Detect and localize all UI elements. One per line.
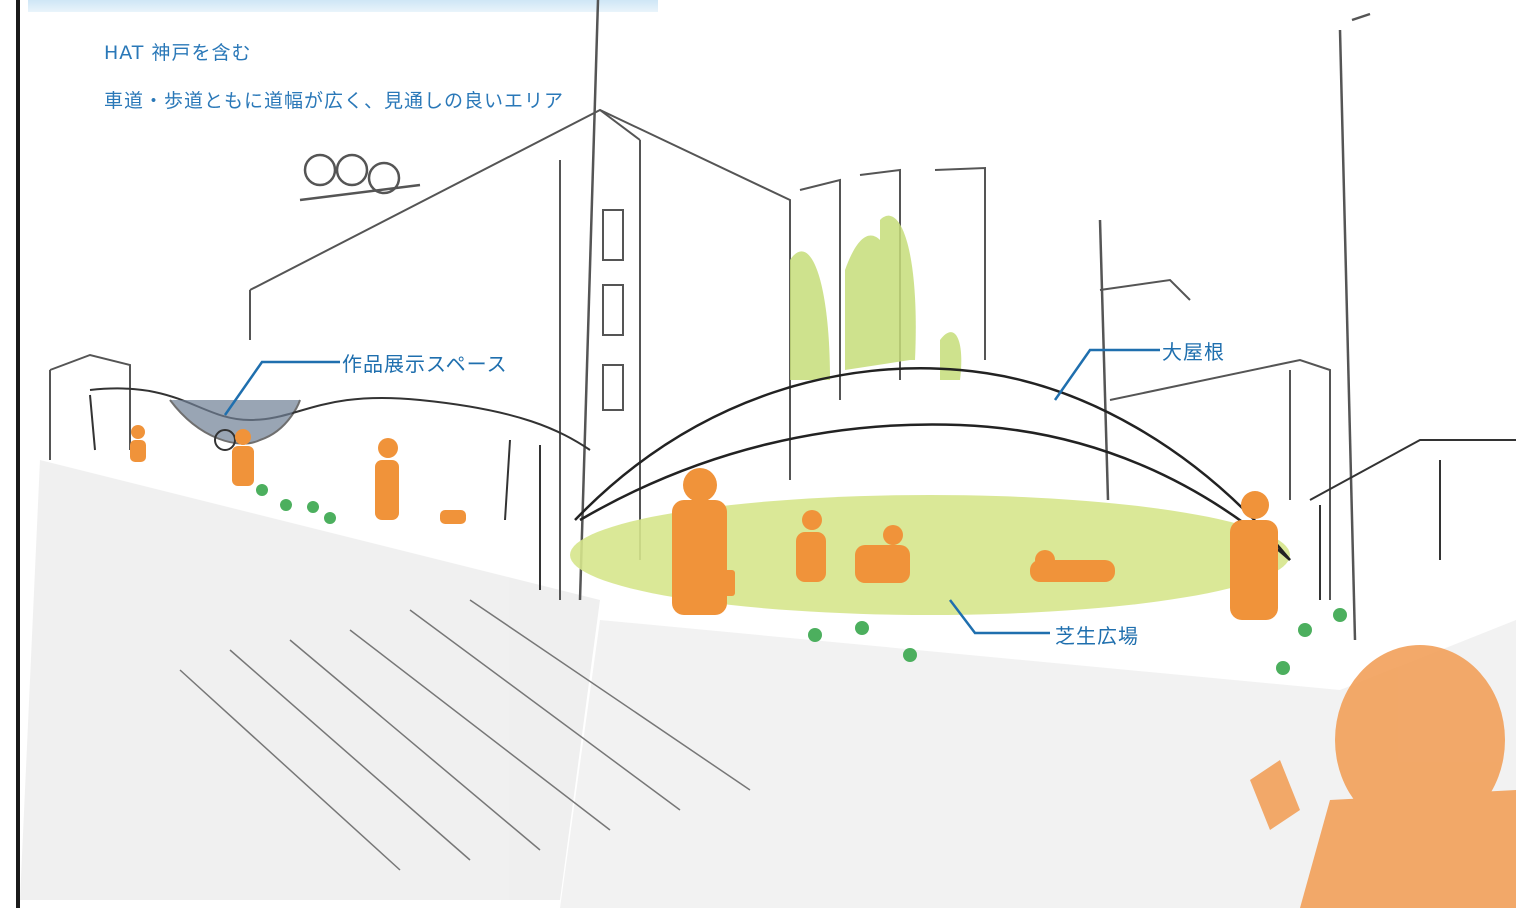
left-canopy bbox=[89, 387, 591, 590]
frame-border bbox=[16, 0, 20, 908]
top-banner bbox=[28, 0, 658, 12]
area-caption-line2: 車道・歩道ともに道幅が広く、見通しの良いエリア bbox=[104, 90, 565, 112]
trees bbox=[790, 215, 962, 380]
foreground-person bbox=[1250, 645, 1516, 908]
right-canopy bbox=[1309, 439, 1516, 600]
exhibit-space-label: 作品展示スペース bbox=[342, 352, 508, 376]
big-roof-label: 大屋根 bbox=[1162, 340, 1225, 364]
big-roof bbox=[574, 367, 1291, 561]
crosswalk bbox=[179, 599, 751, 871]
people bbox=[130, 425, 1278, 620]
poles bbox=[299, 0, 1371, 641]
handprints bbox=[256, 484, 1347, 675]
leader-lines bbox=[223, 348, 1160, 635]
lawn bbox=[570, 495, 1290, 615]
ground-hatch bbox=[20, 460, 1516, 908]
lawn-plaza-label: 芝生広場 bbox=[1055, 624, 1139, 648]
area-caption-line1: HAT 神戸を含む bbox=[104, 42, 252, 64]
